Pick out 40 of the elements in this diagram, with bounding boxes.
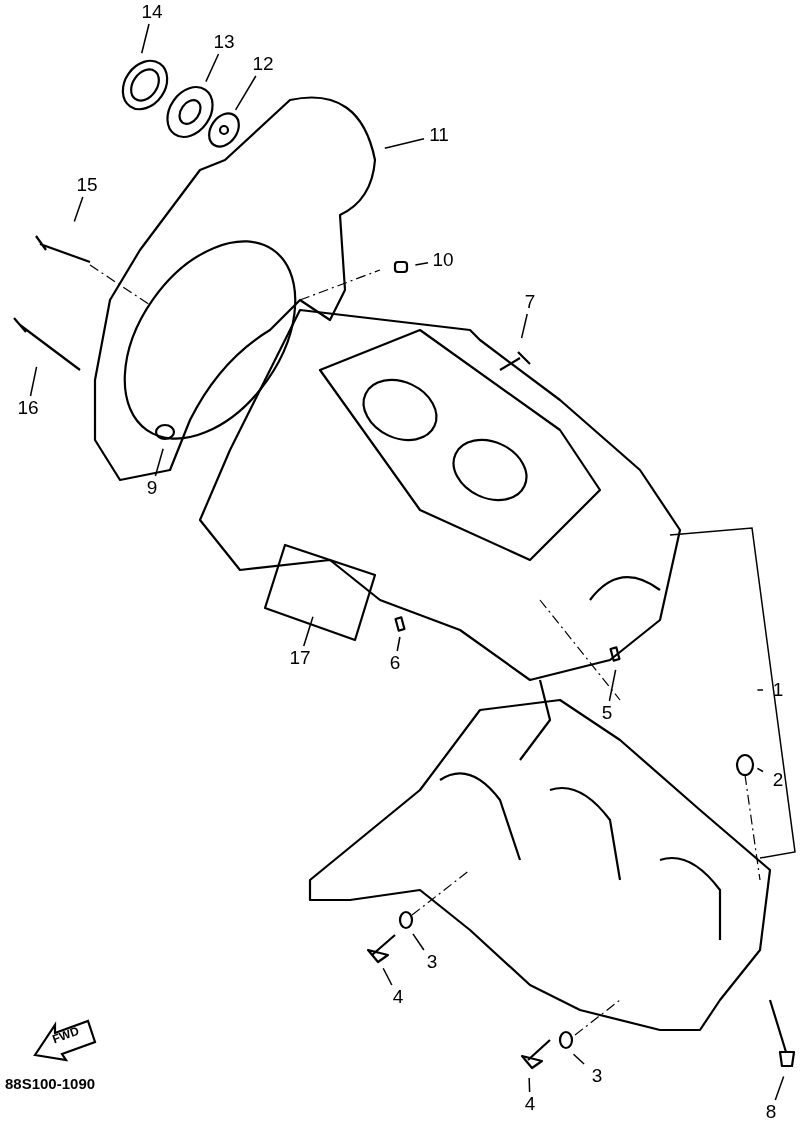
leader-line	[412, 933, 425, 951]
leader-line	[528, 1077, 531, 1093]
leader-line	[73, 196, 84, 223]
arrow-label: FWD	[50, 1023, 81, 1047]
callout-number: 17	[285, 646, 315, 670]
callout-number: 16	[13, 396, 43, 420]
leader-line	[384, 137, 425, 150]
leader-line	[520, 313, 528, 339]
leader-line	[756, 767, 764, 773]
leader-line	[414, 262, 429, 266]
leader-line	[303, 615, 314, 647]
leader-line	[572, 1053, 585, 1065]
callout-number: 13	[209, 30, 239, 54]
leader-line	[608, 669, 617, 702]
callout-number: 3	[417, 950, 447, 974]
leader-line	[382, 967, 393, 986]
callout-number: 3	[582, 1064, 612, 1088]
leader-line	[396, 636, 401, 652]
callout-number: 15	[72, 173, 102, 197]
leader-line	[774, 1075, 785, 1101]
leader-line	[756, 689, 764, 691]
callout-number: 1	[763, 678, 793, 702]
callout-number: 9	[137, 476, 167, 500]
leader-line	[234, 75, 257, 111]
callout-number: 10	[428, 248, 458, 272]
callout-number: 14	[137, 0, 167, 24]
callout-number: 6	[380, 651, 410, 675]
callout-number: 12	[248, 52, 278, 76]
leader-line	[205, 53, 220, 83]
callout-number: 4	[515, 1092, 545, 1116]
callout-number: 5	[592, 701, 622, 725]
leader-line	[29, 366, 38, 397]
callout-number: 4	[383, 985, 413, 1009]
leader-line	[140, 23, 150, 54]
callout-number: 11	[424, 123, 454, 147]
diagram-code: 88S100-1090	[5, 1075, 96, 1092]
callout-number: 7	[515, 290, 545, 314]
callout-number: 2	[763, 768, 793, 792]
callout-number: 8	[756, 1100, 786, 1124]
leader-line	[154, 448, 164, 477]
